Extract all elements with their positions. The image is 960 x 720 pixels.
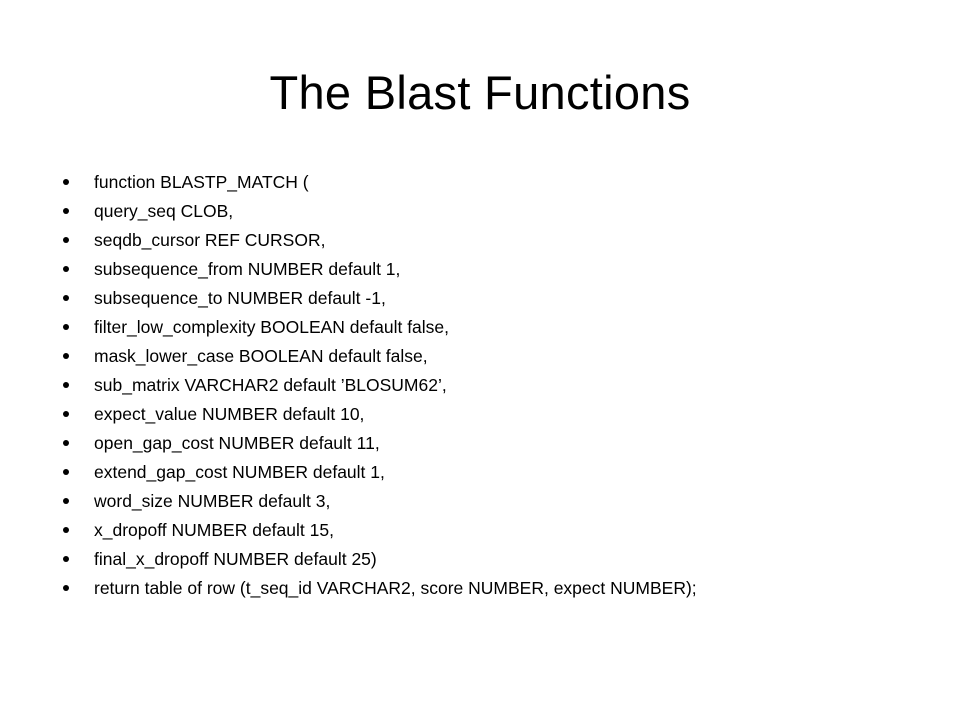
bullet-dot-icon: [63, 382, 69, 388]
bullet-text: subsequence_from NUMBER default 1,: [94, 259, 401, 279]
bullet-item: sub_matrix VARCHAR2 default ’BLOSUM62’,: [60, 371, 920, 400]
bullet-text: function BLASTP_MATCH (: [94, 172, 309, 192]
bullet-dot-icon: [63, 324, 69, 330]
bullet-item: return table of row (t_seq_id VARCHAR2, …: [60, 574, 920, 603]
bullet-dot-icon: [63, 411, 69, 417]
bullet-text: query_seq CLOB,: [94, 201, 234, 221]
bullet-dot-icon: [63, 440, 69, 446]
bullet-text: open_gap_cost NUMBER default 11,: [94, 433, 380, 453]
bullet-text: filter_low_complexity BOOLEAN default fa…: [94, 317, 450, 337]
bullet-list: function BLASTP_MATCH ( query_seq CLOB, …: [60, 168, 920, 603]
bullet-dot-icon: [63, 237, 69, 243]
bullet-dot-icon: [63, 498, 69, 504]
bullet-item: seqdb_cursor REF CURSOR,: [60, 226, 920, 255]
bullet-item: subsequence_to NUMBER default -1,: [60, 284, 920, 313]
bullet-item: word_size NUMBER default 3,: [60, 487, 920, 516]
slide-title: The Blast Functions: [269, 66, 691, 119]
bullet-text: expect_value NUMBER default 10,: [94, 404, 365, 424]
bullet-dot-icon: [63, 585, 69, 591]
bullet-dot-icon: [63, 556, 69, 562]
bullet-dot-icon: [63, 469, 69, 475]
bullet-dot-icon: [63, 295, 69, 301]
bullet-text: mask_lower_case BOOLEAN default false,: [94, 346, 428, 366]
bullet-item: expect_value NUMBER default 10,: [60, 400, 920, 429]
bullet-item: open_gap_cost NUMBER default 11,: [60, 429, 920, 458]
bullet-text: subsequence_to NUMBER default -1,: [94, 288, 386, 308]
bullet-item: filter_low_complexity BOOLEAN default fa…: [60, 313, 920, 342]
bullet-item: final_x_dropoff NUMBER default 25): [60, 545, 920, 574]
bullet-item: x_dropoff NUMBER default 15,: [60, 516, 920, 545]
bullet-item: function BLASTP_MATCH (: [60, 168, 920, 197]
bullet-text: x_dropoff NUMBER default 15,: [94, 520, 334, 540]
bullet-text: sub_matrix VARCHAR2 default ’BLOSUM62’,: [94, 375, 447, 395]
bullet-dot-icon: [63, 179, 69, 185]
bullet-item: subsequence_from NUMBER default 1,: [60, 255, 920, 284]
bullet-text: word_size NUMBER default 3,: [94, 491, 331, 511]
bullet-text: seqdb_cursor REF CURSOR,: [94, 230, 326, 250]
bullet-dot-icon: [63, 353, 69, 359]
bullet-dot-icon: [63, 527, 69, 533]
bullet-item: query_seq CLOB,: [60, 197, 920, 226]
bullet-item: extend_gap_cost NUMBER default 1,: [60, 458, 920, 487]
bullet-dot-icon: [63, 208, 69, 214]
bullet-text: final_x_dropoff NUMBER default 25): [94, 549, 377, 569]
bullet-dot-icon: [63, 266, 69, 272]
bullet-text: extend_gap_cost NUMBER default 1,: [94, 462, 385, 482]
bullet-text: return table of row (t_seq_id VARCHAR2, …: [94, 578, 697, 598]
bullet-item: mask_lower_case BOOLEAN default false,: [60, 342, 920, 371]
